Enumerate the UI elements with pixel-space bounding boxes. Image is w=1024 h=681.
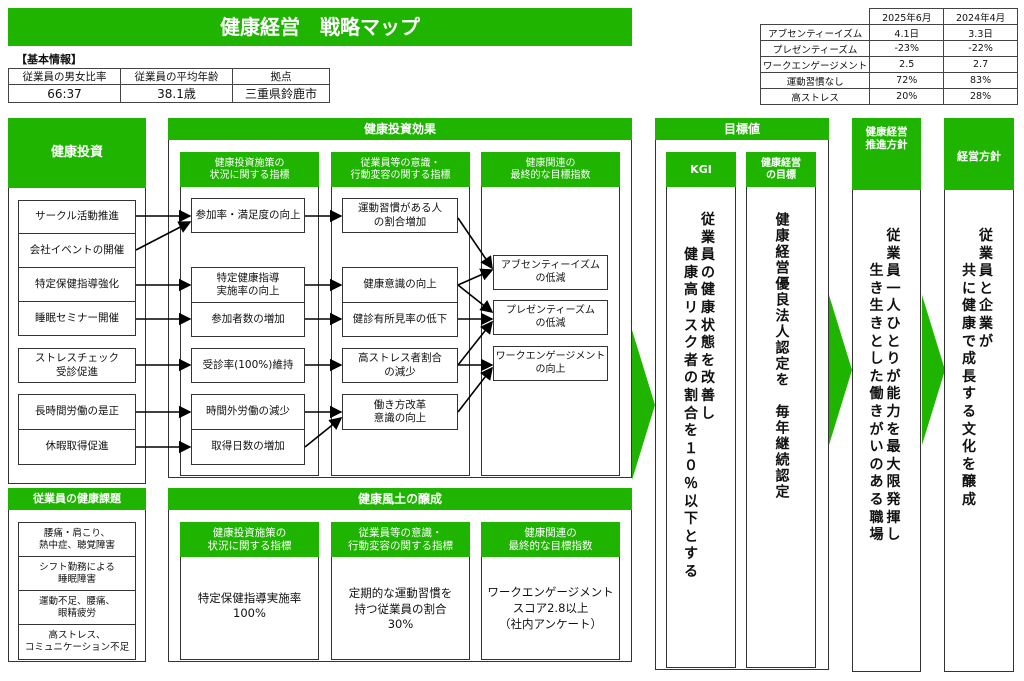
value-age: 38.1歳 — [120, 84, 234, 103]
arrow — [457, 268, 494, 286]
indicator-box: 取得日数の増加 — [191, 429, 305, 465]
policy-header: 経営方針 — [944, 118, 1014, 190]
behavior-box: 健康意識の向上 — [342, 267, 458, 303]
arrow — [304, 416, 343, 448]
indicator-box: 受診率(100%)維持 — [191, 348, 305, 383]
promotion-header: 健康経営 推進方針 — [852, 118, 921, 190]
goal-text-wrap: 健康経営優良法人認定を 毎年継続認定 — [746, 212, 816, 500]
basic-info-label: 【基本情報】 — [16, 53, 82, 66]
arrow — [457, 366, 493, 413]
promotion-text: 従 業 生員 き一 生人 きひ とと しり たが 働能 き力 がを い最 の大 … — [869, 228, 904, 544]
culture-value-2: 定期的な運動習慣を 持つ従業員の割合 30% — [348, 586, 453, 631]
policy-text-wrap: 従 業 共員 にと 健企 康業 でが 成 長 す る 文 化 を 醸 成 — [945, 228, 1013, 510]
value-location: 三重県鈴鹿市 — [232, 84, 330, 103]
arrow — [457, 284, 494, 313]
investment-item: 長時間労働の是正 — [18, 394, 136, 430]
arrow — [457, 320, 493, 366]
goal-column — [746, 152, 816, 668]
metric-value: 20% — [869, 88, 945, 105]
issue-item: 高ストレス、 コミュニケーション不足 — [18, 624, 136, 660]
value-gender: 66:37 — [7, 84, 122, 103]
indicator-box: 特定健康指導 実施率の向上 — [191, 267, 305, 303]
flow-chevron-icon — [829, 295, 852, 445]
behavior-box: 高ストレス者割合 の減少 — [342, 348, 458, 383]
promotion-panel — [852, 118, 921, 672]
effect-col-3-header: 健康関連の 最終的な目標指数 — [481, 152, 620, 187]
kgi-text-wrap: 従 業 健員 康の 高健 リ康 ス状 ク態 者を の改 割善 合し を １ ０ … — [667, 212, 735, 581]
goal-index-box: プレゼンティーズム の低減 — [493, 300, 608, 335]
targets-header: 目標値 — [655, 118, 829, 140]
culture-col-3-header: 健康関連の 最終的な目標指数 — [481, 522, 620, 557]
kgi-column — [666, 152, 736, 668]
kgi-text: 従 業 健員 康の 高健 リ康 ス状 ク態 者を の改 割善 合し を １ ０ … — [684, 212, 718, 580]
goal-header: 健康経営 の目標 — [746, 152, 816, 187]
culture-col-2-header: 従業員等の意識・ 行動変容の関する指標 — [331, 522, 470, 557]
issues-header: 従業員の健康課題 — [8, 488, 146, 510]
effect-col-2-header: 従業員等の意識・ 行動変容の関する指標 — [331, 152, 470, 187]
policy-panel — [944, 118, 1014, 672]
investment-item: ストレスチェック 受診促進 — [18, 348, 136, 383]
culture-value-3: ワークエンゲージメント スコア2.8以上 （社内アンケート） — [487, 585, 614, 631]
culture-header: 健康風土の醸成 — [168, 488, 632, 510]
kgi-header: KGI — [666, 152, 736, 187]
issue-item: 運動不足、腰痛、 眼精疲労 — [18, 590, 136, 625]
promotion-text-wrap: 従 業 生員 き一 生人 きひ とと しり たが 働能 き力 がを い最 の大 … — [853, 228, 920, 545]
investment-item: 睡眠セミナー開催 — [18, 301, 136, 336]
effect-header: 健康投資効果 — [168, 118, 632, 140]
page-title: 健康経営 戦略マップ — [8, 8, 632, 46]
behavior-box: 健診有所見率の低下 — [342, 302, 458, 337]
goal-text: 健康経営優良法人認定を 毎年継続認定 — [773, 212, 790, 500]
metric-value: 28% — [943, 88, 1018, 105]
investment-item: サークル活動推進 — [18, 200, 136, 234]
indicator-box: 時間外労働の減少 — [191, 394, 305, 430]
header-location: 拠点 — [232, 68, 330, 85]
investment-item: 休暇取得促進 — [18, 429, 136, 465]
goal-index-box: アブセンティーイズム の低減 — [493, 255, 608, 290]
metric-label: 高ストレス — [759, 88, 871, 105]
policy-text: 従 業 共員 にと 健企 康業 でが 成 長 す る 文 化 を 醸 成 — [962, 228, 996, 508]
effect-col-1-header: 健康投資施策の 状況に関する指標 — [180, 152, 319, 187]
investment-header: 健康投資 — [8, 118, 146, 188]
behavior-box: 働き方改革 意識の向上 — [342, 394, 458, 430]
investment-item: 特定保健指導強化 — [18, 267, 136, 302]
indicator-box: 参加者数の増加 — [191, 302, 305, 337]
culture-col-1-header: 健康投資施策の 状況に関する指標 — [180, 522, 319, 557]
culture-value-1: 特定保健指導実施率 100% — [197, 591, 302, 620]
arrow — [457, 217, 493, 270]
arrow — [135, 221, 192, 251]
issue-item: シフト勤務による 睡眠障害 — [18, 556, 136, 591]
investment-item: 会社イベントの開催 — [18, 233, 136, 268]
flow-chevron-icon — [632, 330, 655, 480]
flow-chevron-icon — [922, 295, 945, 445]
